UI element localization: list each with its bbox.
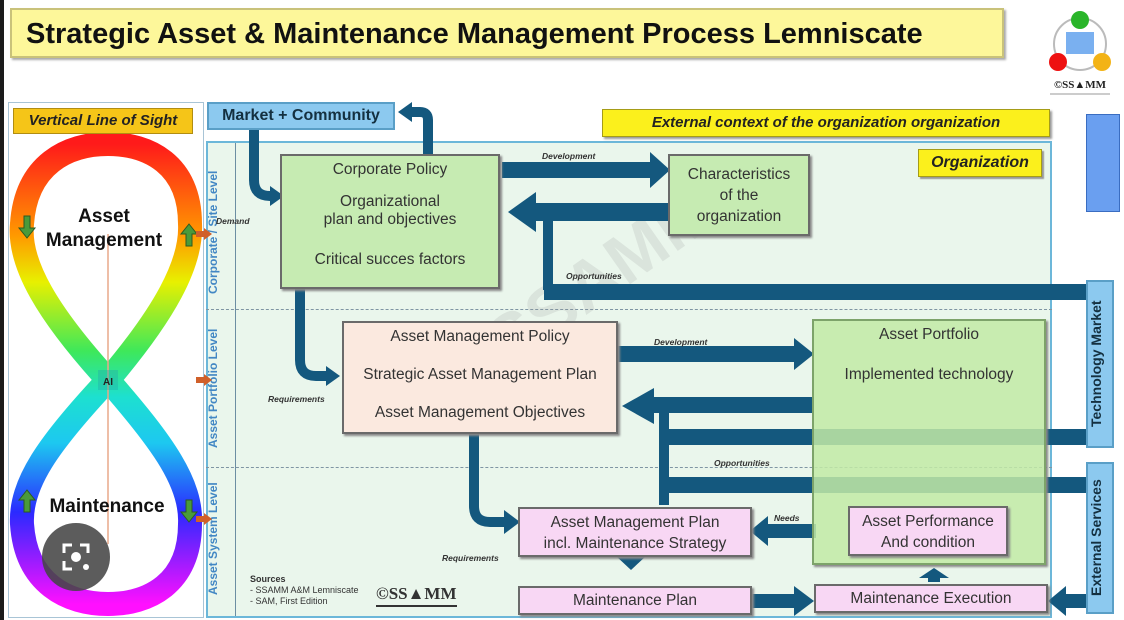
condition-text: And condition [881, 534, 975, 551]
am-objectives-text: Asset Management Objectives [374, 404, 586, 421]
google-lens-icon[interactable] [42, 523, 110, 591]
flow-label-development: Development [542, 151, 596, 161]
flow-label-opportunities: Opportunities [714, 458, 770, 468]
ssamm-logo: ©SS▲MM [1049, 11, 1111, 95]
characteristics-text: of the [719, 187, 759, 204]
page-title: Strategic Asset & Maintenance Management… [10, 8, 1004, 58]
technology-market-tab: Technology Market [1086, 280, 1114, 448]
external-context-label: External context of the organization org… [602, 109, 1050, 137]
am-plan-text: Asset Management Plan [550, 514, 720, 531]
source-item: - SSAMM A&M Lemniscate [250, 585, 359, 595]
plan-objectives-text: plan and objectives [323, 211, 457, 228]
sources-heading: Sources [250, 574, 286, 584]
maintenance-strategy-text: incl. Maintenance Strategy [543, 535, 727, 552]
svg-text:©SS▲MM: ©SS▲MM [1054, 79, 1107, 91]
characteristics-box: Characteristics of the organization [668, 154, 810, 236]
asset-performance-text: Asset Performance [862, 513, 994, 530]
flow-label-development: Development [654, 337, 708, 347]
characteristics-text: Characteristics [687, 166, 791, 183]
flow-label-opportunities: Opportunities [566, 271, 622, 281]
maintenance-execution-box: Maintenance Execution [814, 584, 1048, 613]
maintenance-loop-label: Maintenance [49, 496, 165, 517]
level-divider [206, 467, 1052, 468]
source-item: - SAM, First Edition [250, 596, 328, 606]
critical-success-factors-text: Critical succes factors [314, 251, 466, 268]
mini-diagram-thumbnail [1086, 114, 1120, 212]
organizational-text: Organizational [340, 193, 440, 210]
level-divider [206, 309, 1052, 310]
orange-arrow-icon [196, 374, 212, 386]
corporate-policy-box: Corporate Policy Organizational plan and… [280, 154, 500, 289]
asset-management-plan-box: Asset Management Plan incl. Maintenance … [518, 507, 752, 557]
diagram-canvas: Strategic Asset & Maintenance Management… [4, 0, 1124, 620]
ssamm-footer-logo: ©SS▲MM [376, 584, 457, 607]
maintenance-plan-box: Maintenance Plan [518, 586, 752, 615]
orange-arrow-icon [196, 513, 212, 525]
asset-performance-box: Asset Performance And condition [848, 506, 1008, 556]
lemniscate-graphic: AI [9, 134, 203, 617]
characteristics-text: organization [696, 208, 782, 225]
market-community-box: Market + Community [207, 102, 395, 130]
flow-label-demand: Demand [216, 216, 250, 226]
level-column: Corporate / Site Level Asset Portfolio L… [206, 143, 236, 616]
corporate-policy-text: Corporate Policy [332, 161, 448, 178]
sources-block: Sources - SSAMM A&M Lemniscate - SAM, Fi… [250, 574, 359, 607]
orange-arrow-icon [196, 228, 212, 240]
flow-label-requirements: Requirements [442, 553, 499, 563]
asset-management-loop-label: Asset Management [45, 206, 163, 251]
organization-label: Organization [918, 149, 1042, 177]
external-services-tab: External Services [1086, 462, 1114, 614]
flow-label-requirements: Requirements [268, 394, 325, 404]
flow-label-needs: Needs [774, 513, 800, 523]
asset-portfolio-text: Asset Portfolio [879, 326, 979, 343]
samp-text: Strategic Asset Management Plan [363, 366, 597, 383]
svg-text:AI: AI [103, 377, 113, 388]
am-policy-text: Asset Management Policy [390, 328, 570, 345]
implemented-technology-text: Implemented technology [844, 366, 1014, 383]
asset-management-policy-box: Asset Management Policy Strategic Asset … [342, 321, 618, 434]
